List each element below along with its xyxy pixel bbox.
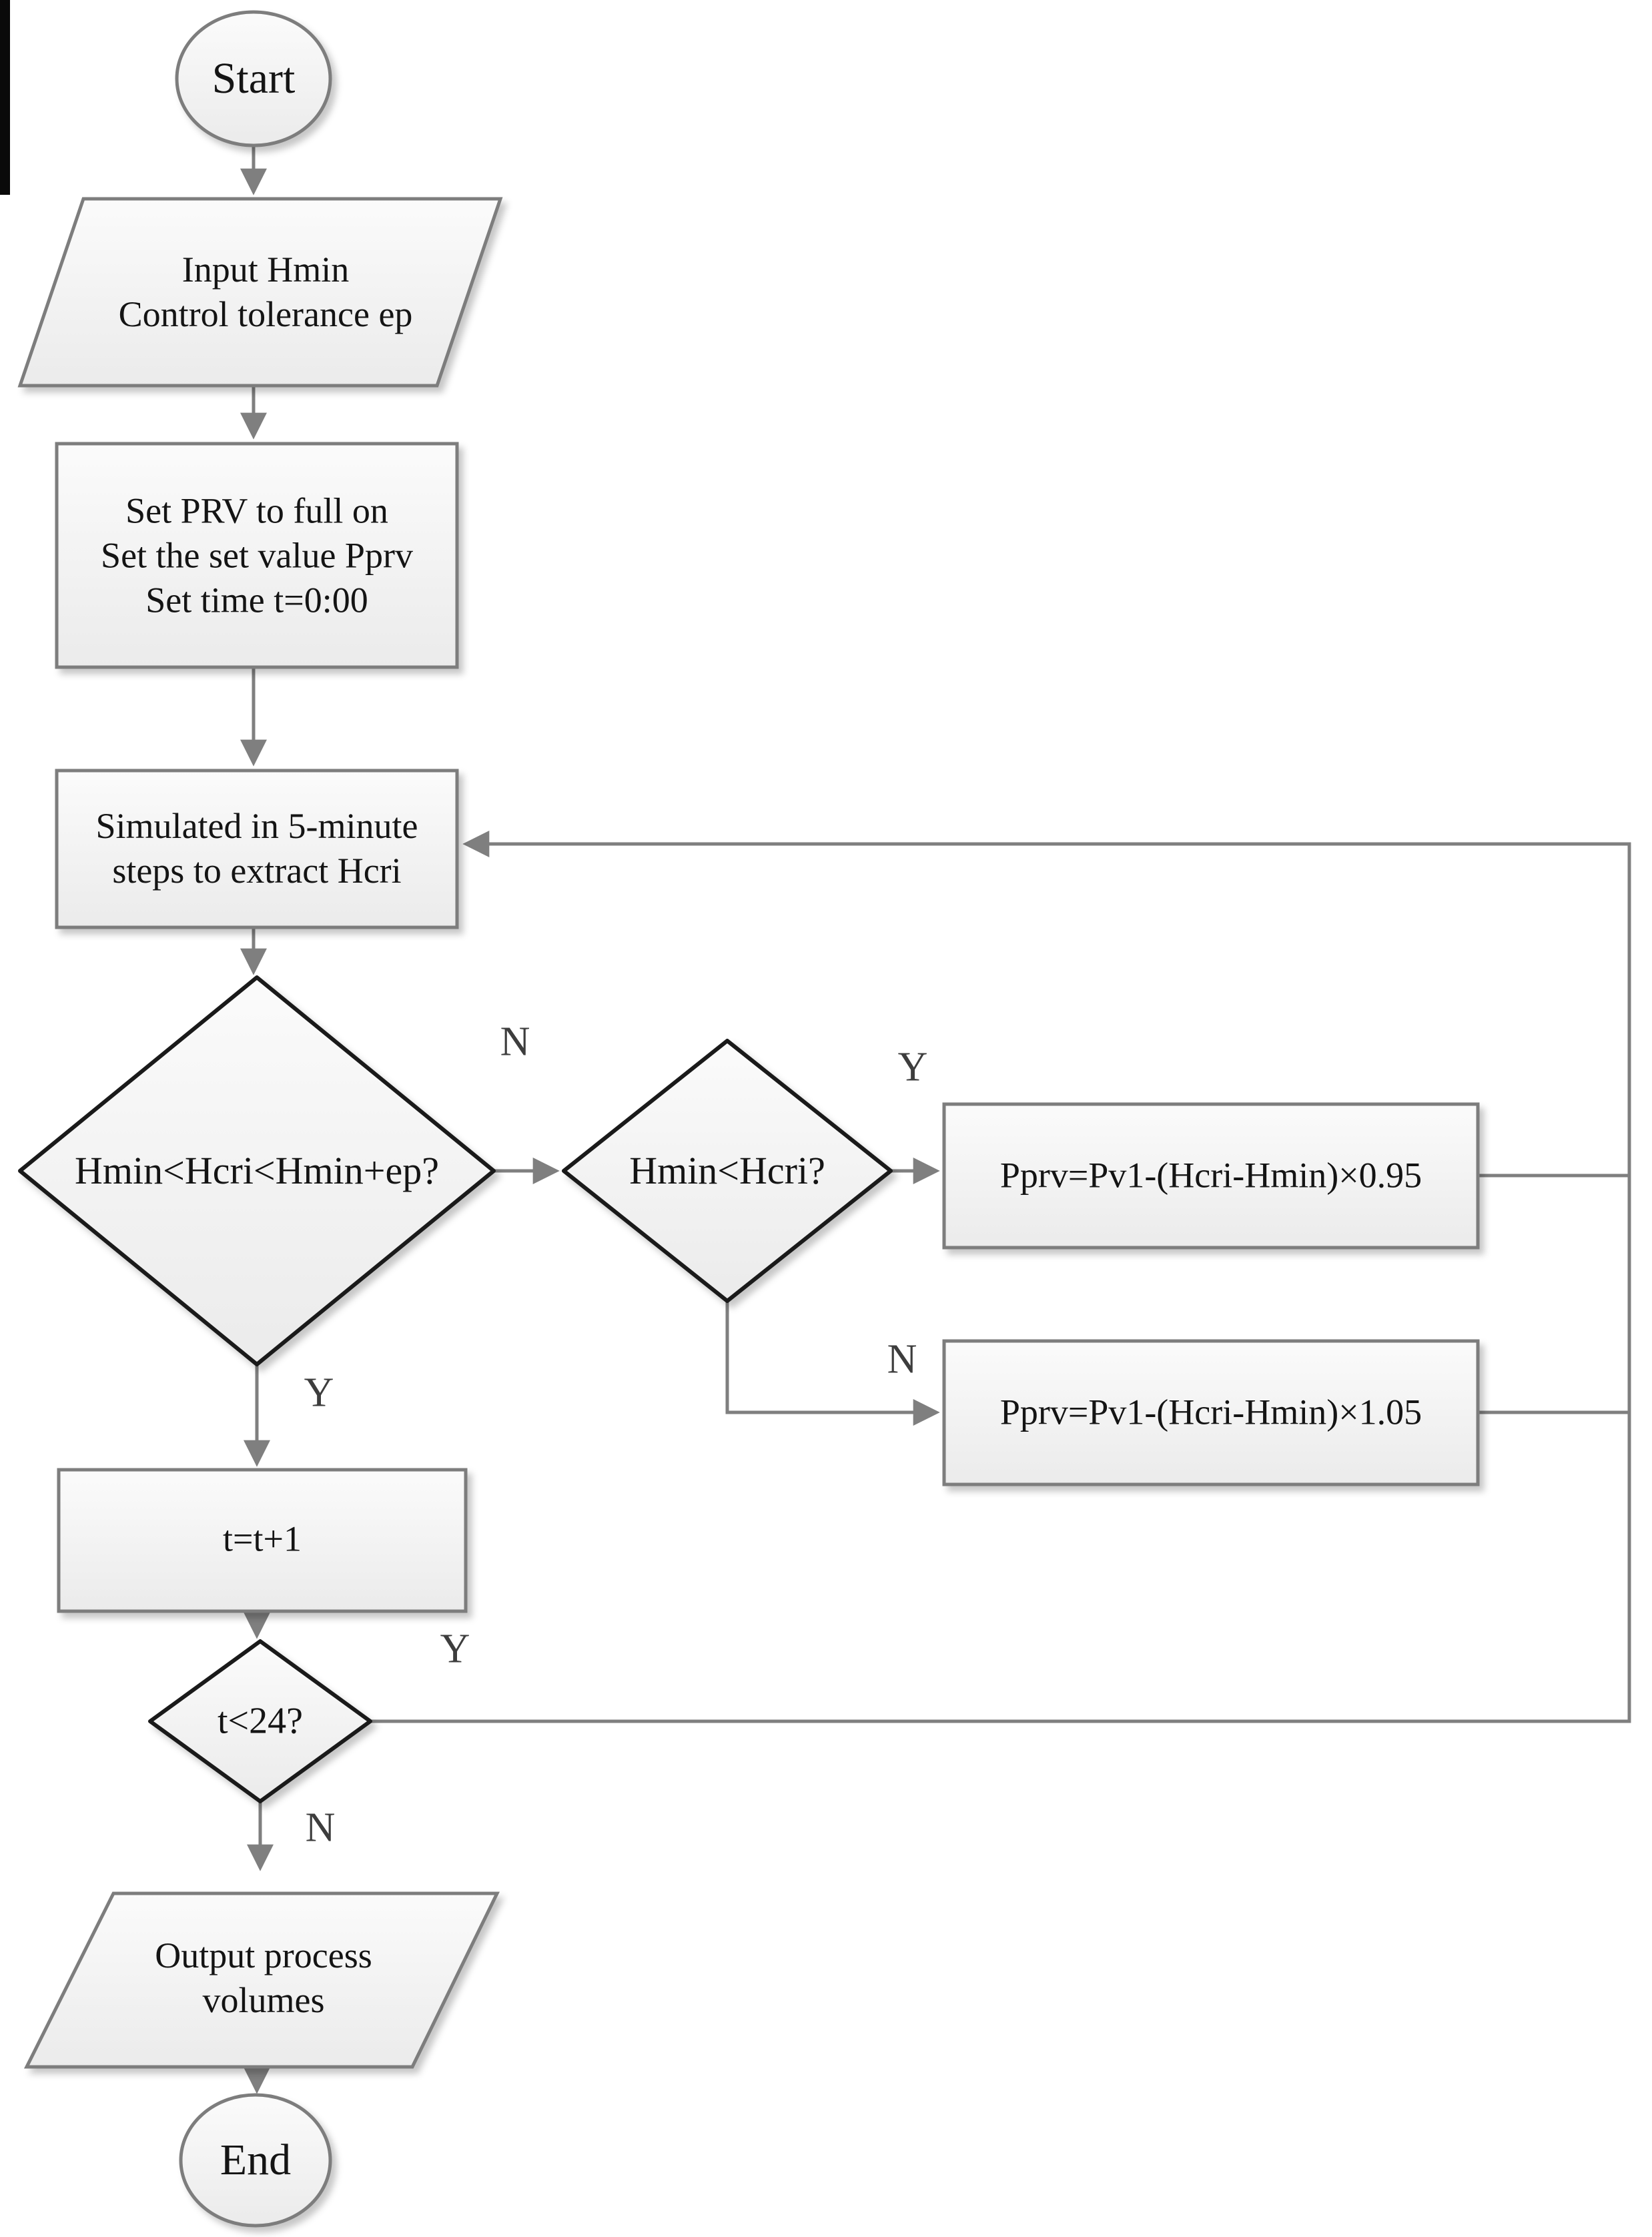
- node-shapes: [17, 10, 1480, 2228]
- check-time-label: t<24?: [218, 1700, 303, 1742]
- connectors: [240, 145, 1631, 2094]
- edge-checktime-simulate-feedback: [370, 831, 1631, 1723]
- end-label: End: [220, 2136, 292, 2185]
- increment-label: t=t+1: [223, 1518, 302, 1559]
- output-label: Output process volumes: [155, 1935, 372, 2020]
- check-time-decision-shape: [148, 1639, 372, 1803]
- end-terminal-shape: [179, 2093, 332, 2228]
- branch-label-min-no: N: [887, 1336, 917, 1382]
- setup-label: Set PRV to full on Set the set value Ppr…: [101, 490, 413, 620]
- check-range-label: Hmin<Hcri<Hmin+ep?: [75, 1149, 439, 1193]
- output-parallelogram-shape: [23, 1891, 500, 2069]
- increment-process-shape: [57, 1468, 468, 1613]
- setup-process-shape: [55, 442, 459, 669]
- branch-label-min-yes: Y: [897, 1044, 928, 1090]
- adjust-up-process-shape: [942, 1339, 1480, 1486]
- branch-label-time-no: N: [305, 1805, 336, 1851]
- input-label: Input Hmin Control tolerance ep: [118, 250, 413, 334]
- simulate-process-shape: [55, 769, 459, 929]
- check-min-decision-shape: [562, 1039, 893, 1303]
- branch-label-range-no: N: [500, 1019, 530, 1065]
- check-range-decision-shape: [18, 975, 496, 1366]
- adjust-up-label: Pprv=Pv1-(Hcri-Hmin)×1.05: [999, 1392, 1422, 1432]
- check-min-label: Hmin<Hcri?: [629, 1149, 825, 1193]
- branch-label-range-yes: Y: [304, 1370, 334, 1416]
- input-parallelogram-shape: [17, 197, 503, 388]
- start-terminal-shape: [175, 10, 332, 147]
- simulate-label: Simulated in 5-minute steps to extract H…: [95, 806, 418, 891]
- start-label: Start: [212, 54, 296, 103]
- adjust-down-label: Pprv=Pv1-(Hcri-Hmin)×0.95: [999, 1155, 1422, 1196]
- scan-artifact-bar: [0, 0, 10, 195]
- adjust-down-process-shape: [942, 1102, 1480, 1250]
- branch-label-time-yes: Y: [440, 1626, 470, 1672]
- edge-checkmin-adjustup: [725, 1301, 940, 1426]
